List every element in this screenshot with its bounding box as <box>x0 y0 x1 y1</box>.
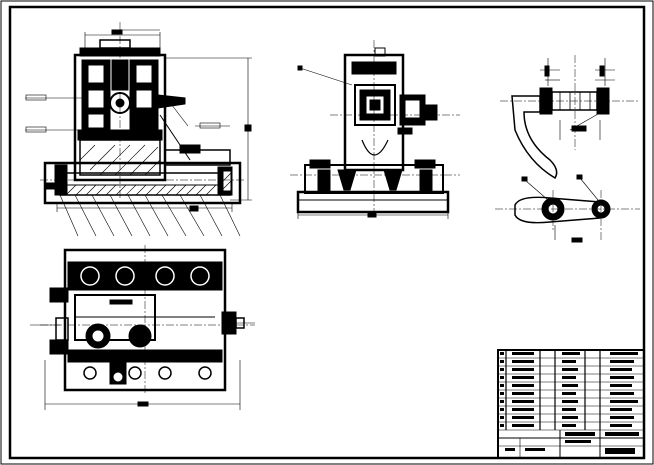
side-view <box>290 40 460 219</box>
title-block <box>497 349 645 459</box>
detail-lever-view <box>495 55 640 243</box>
front-section-view <box>25 22 252 237</box>
top-plan-view <box>30 245 255 410</box>
